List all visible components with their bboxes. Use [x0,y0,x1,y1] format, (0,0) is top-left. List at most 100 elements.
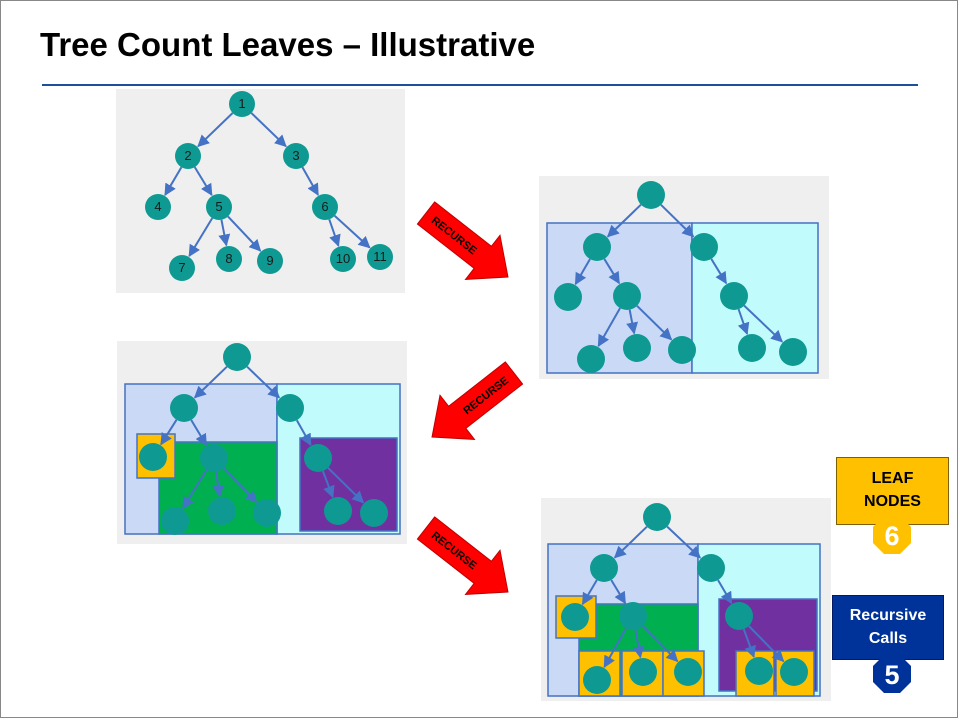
tree-edge [190,419,208,447]
tree-edge [193,365,228,399]
tree-node [175,143,201,169]
leaves-tree-diagram [547,503,821,697]
tree-panel-subsplit [117,341,407,544]
tree-edge [581,579,598,606]
tree-node [360,499,388,527]
node-label: 2 [184,148,191,163]
subsplit-tree-diagram [124,343,401,535]
node-label: 8 [225,251,232,266]
tree-edge [182,469,208,510]
tree-node [312,194,338,220]
tree-node [170,394,198,422]
tree-node [745,657,773,685]
tree-edge [743,304,783,343]
node-label: 9 [266,253,273,268]
tree-edge [246,365,281,399]
tree-node [583,666,611,694]
tree-node [637,181,665,209]
tree-edge [328,218,341,247]
recursive-calls-label-line1: Recursive [849,607,927,624]
tree-edge [603,258,621,285]
tree-edge [742,628,756,659]
tree-edge [597,307,621,348]
tree-node [145,194,171,220]
leaf-nodes-label-line1: LEAF [871,470,914,487]
tree-edge [717,579,733,605]
node-label: 11 [373,249,387,264]
tree-node [554,283,582,311]
tree-node [623,334,651,362]
node-label: 6 [321,199,328,214]
tree-edge [227,215,262,252]
tree-edge [610,579,627,605]
tree-edge [301,166,319,196]
recurse-arrow-1: RECURSE [416,201,509,280]
tree-node [738,334,766,362]
tree-edge [606,203,642,238]
tree-node [720,282,748,310]
tree-node [619,602,647,630]
tree-node [697,554,725,582]
tree-node [590,554,618,582]
tree-node [583,233,611,261]
tree-node [216,246,242,272]
tree-edge [218,219,231,247]
tree-edge [626,309,639,335]
tree-edge [327,467,365,504]
tree-node [780,658,808,686]
tree-node [643,503,671,531]
recurse-arrow-2: RECURSE [431,361,524,440]
tree-node [223,343,251,371]
tree-node [690,233,718,261]
tree-node [169,255,195,281]
leaf-count-badge: 6 [873,516,911,554]
tree-edge [632,629,645,659]
title-divider [42,84,918,86]
tree-edge [197,112,234,148]
tree-node [577,345,605,373]
tree-node [276,394,304,422]
node-label: 10 [336,251,350,266]
node-label: 1 [238,96,245,111]
tree-panel-split [539,176,829,379]
node-label: 4 [154,199,161,214]
calls-count-badge: 5 [873,655,911,693]
recurse-arrow-3: RECURSE [416,516,509,595]
tree-node [139,443,167,471]
split-tree-diagram [546,181,819,374]
tree-node [629,658,657,686]
node-label: 5 [215,199,222,214]
leaf-nodes-box: LEAF NODES [836,457,949,525]
tree-edge [188,217,214,258]
tree-node [161,507,189,535]
tree-panel-leaves [541,498,831,701]
recursive-calls-box: Recursive Calls [832,595,944,660]
tree-edge [193,166,213,197]
calls-count: 5 [884,660,899,690]
tree-node [330,246,356,272]
tree-edge [710,258,728,285]
tree-edge [250,112,287,148]
tree-edge [603,627,628,668]
tree-edge [642,625,679,663]
tree-edge [748,625,785,663]
tree-edge [660,204,695,238]
recursive-calls-label-line2: Calls [868,630,908,647]
tree-node [725,602,753,630]
tree-node [257,248,283,274]
tree-edge [212,471,225,498]
tree-node [324,497,352,525]
tree-node [367,244,393,270]
tree-edge [737,308,750,335]
tree-node [668,336,696,364]
tree-node [200,444,228,472]
page-title: Tree Count Leaves – Illustrative [40,26,536,63]
node-label: 3 [292,148,299,163]
tree-node [613,282,641,310]
leaf-count: 6 [884,521,899,551]
tree-node [208,497,236,525]
tree-node [674,658,702,686]
tree-node [206,194,232,220]
